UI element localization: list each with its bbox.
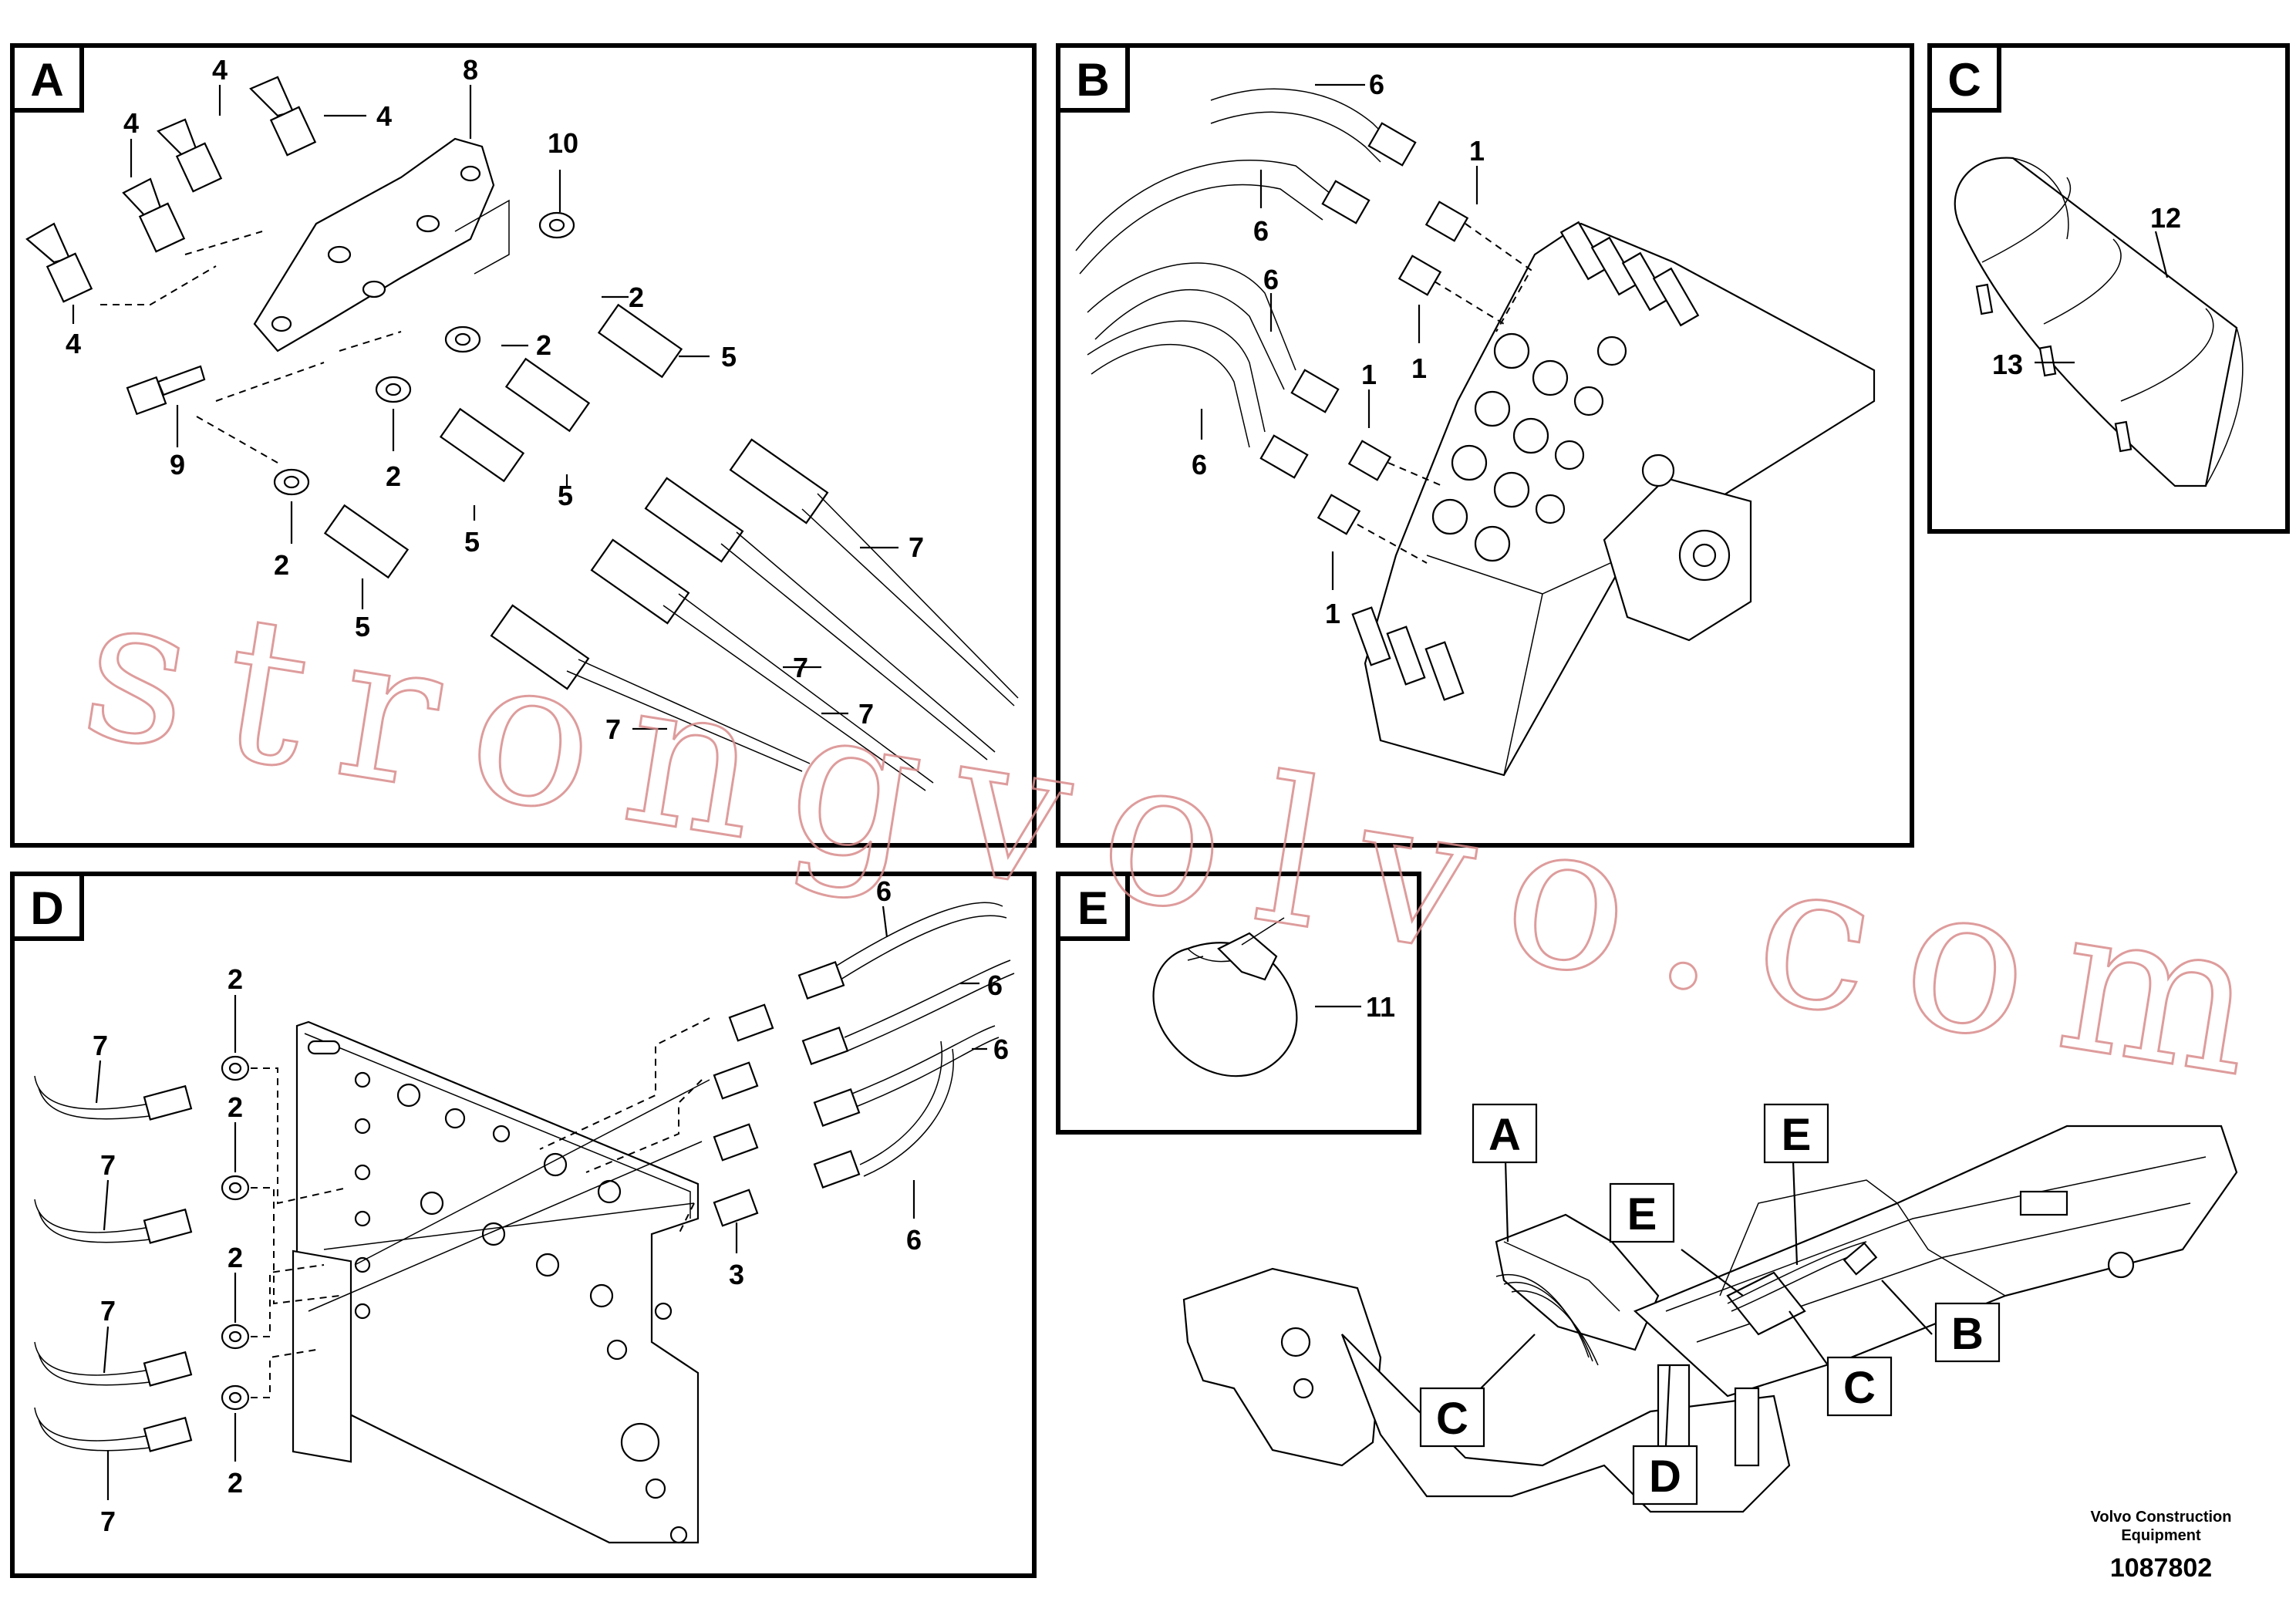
bolt xyxy=(126,365,206,416)
locator-callouts: A E E C C D B xyxy=(1419,1103,2001,1506)
label-d-7-2: 7 xyxy=(100,1149,116,1181)
label-d-2-4: 2 xyxy=(228,1467,243,1499)
adapters-and-hoses xyxy=(273,211,1019,791)
valve-spools xyxy=(1351,221,1700,701)
label-a-2-2: 2 xyxy=(536,329,551,361)
label-d-7-4: 7 xyxy=(100,1506,116,1537)
label-d-6-4: 6 xyxy=(906,1224,922,1256)
hoses-b xyxy=(1075,88,1469,535)
locator-hoses xyxy=(1495,1241,1878,1366)
label-d-2-2: 2 xyxy=(228,1091,243,1123)
left-hoses xyxy=(34,1055,250,1452)
locator-callout-b: B xyxy=(1951,1309,1984,1359)
label-d-2-3: 2 xyxy=(228,1242,243,1273)
locator-callout-e-1: E xyxy=(1782,1110,1812,1160)
mounting-plate xyxy=(295,1020,700,1544)
label-b-6-4: 6 xyxy=(1192,449,1207,481)
right-hoses xyxy=(713,902,1015,1227)
label-b-6-3: 6 xyxy=(1263,264,1279,295)
label-a-8: 8 xyxy=(463,54,478,86)
panel-d: D xyxy=(10,872,1037,1578)
panel-a-letter: A xyxy=(30,54,63,106)
label-a-4-1: 4 xyxy=(66,328,81,359)
label-a-4-4: 4 xyxy=(376,100,392,132)
footer-company-line1: Volvo Construction xyxy=(2091,1509,2232,1526)
label-b-1-3: 1 xyxy=(1361,359,1377,390)
locator-callout-d: D xyxy=(1649,1452,1681,1502)
panel-e: E 11 xyxy=(1056,872,1421,1135)
label-c-13: 13 xyxy=(1992,349,2023,380)
label-d-6-2: 6 xyxy=(987,969,1003,1001)
label-a-5-2: 5 xyxy=(558,480,573,511)
footer-company-line2: Equipment xyxy=(2121,1527,2201,1544)
label-d-7-1: 7 xyxy=(93,1030,108,1061)
hose-clamp xyxy=(1152,917,1298,1077)
label-b-1-2: 1 xyxy=(1411,352,1427,384)
valve-ports xyxy=(1431,332,1627,562)
label-a-2-3: 2 xyxy=(386,460,401,492)
label-c-12: 12 xyxy=(2150,202,2181,234)
label-d-6-1: 6 xyxy=(876,875,892,907)
label-d-6-3: 6 xyxy=(993,1034,1009,1065)
label-d-2-1: 2 xyxy=(228,963,243,995)
panel-b: B xyxy=(1056,43,1914,848)
label-a-10: 10 xyxy=(548,127,578,159)
label-b-1-1: 1 xyxy=(1469,135,1485,167)
label-d-7-3: 7 xyxy=(100,1295,116,1327)
label-a-2-4: 2 xyxy=(274,549,289,581)
label-b-1-4: 1 xyxy=(1325,598,1340,629)
control-valve xyxy=(1351,221,1876,777)
panel-c-letter: C xyxy=(1947,54,1981,106)
label-e-11: 11 xyxy=(1366,991,1395,1023)
label-a-5-1: 5 xyxy=(721,341,737,373)
locator-callout-a: A xyxy=(1489,1110,1521,1160)
elbow-fittings xyxy=(25,76,317,303)
label-a-7-4: 7 xyxy=(605,713,621,745)
label-d-3: 3 xyxy=(729,1259,744,1290)
panel-c: C 12 13 xyxy=(1927,43,2290,534)
label-a-2-1: 2 xyxy=(629,282,644,313)
bracket-plate xyxy=(253,137,495,352)
label-a-7-3: 7 xyxy=(858,698,874,730)
label-b-6-1: 6 xyxy=(1369,69,1384,100)
label-a-4-3: 4 xyxy=(212,54,228,86)
locator-callout-c-2: C xyxy=(1843,1363,1876,1413)
footer-drawing-code: 1087802 xyxy=(2110,1553,2212,1583)
label-a-7-1: 7 xyxy=(909,531,924,563)
label-a-5-4: 5 xyxy=(355,611,370,642)
machine-frame xyxy=(1182,1125,2238,1513)
label-a-7-2: 7 xyxy=(793,652,808,683)
locator-callout-c-1: C xyxy=(1436,1394,1468,1444)
panel-b-letter: B xyxy=(1076,54,1109,106)
label-a-4-2: 4 xyxy=(123,107,139,139)
locator-view: A E E C C D B xyxy=(1182,1103,2238,1513)
label-b-6-2: 6 xyxy=(1253,215,1269,247)
panel-d-letter: D xyxy=(30,882,63,934)
label-a-9: 9 xyxy=(170,449,185,481)
panel-a: A xyxy=(10,43,1037,848)
panel-e-letter: E xyxy=(1077,882,1108,934)
locator-callout-e-2: E xyxy=(1627,1189,1657,1239)
hose-sleeve xyxy=(1954,157,2244,487)
footer: Volvo Construction Equipment 1087802 xyxy=(2091,1509,2232,1583)
label-a-5-3: 5 xyxy=(464,526,480,558)
